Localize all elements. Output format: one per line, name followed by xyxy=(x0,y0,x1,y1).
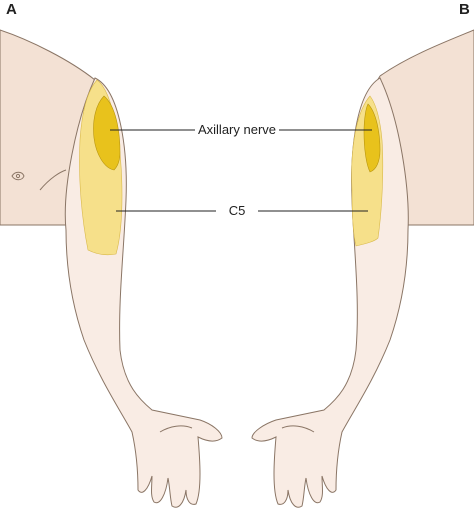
figure-b xyxy=(251,29,474,508)
figure-a xyxy=(0,29,223,508)
label-c5: C5 xyxy=(229,203,246,218)
panel-label-a: A xyxy=(6,1,17,18)
armpit-a xyxy=(39,169,67,191)
nipple-center-a xyxy=(15,173,21,179)
arm-b xyxy=(251,77,409,508)
nipple-a xyxy=(11,171,25,181)
palm-crease-b xyxy=(281,425,315,433)
axillary-dermatome-a xyxy=(93,95,121,171)
panel-label-b: B xyxy=(459,1,470,18)
axillary-dermatome-b xyxy=(363,103,381,173)
palm-crease-a xyxy=(159,425,193,433)
label-axillary-nerve: Axillary nerve xyxy=(198,122,276,137)
